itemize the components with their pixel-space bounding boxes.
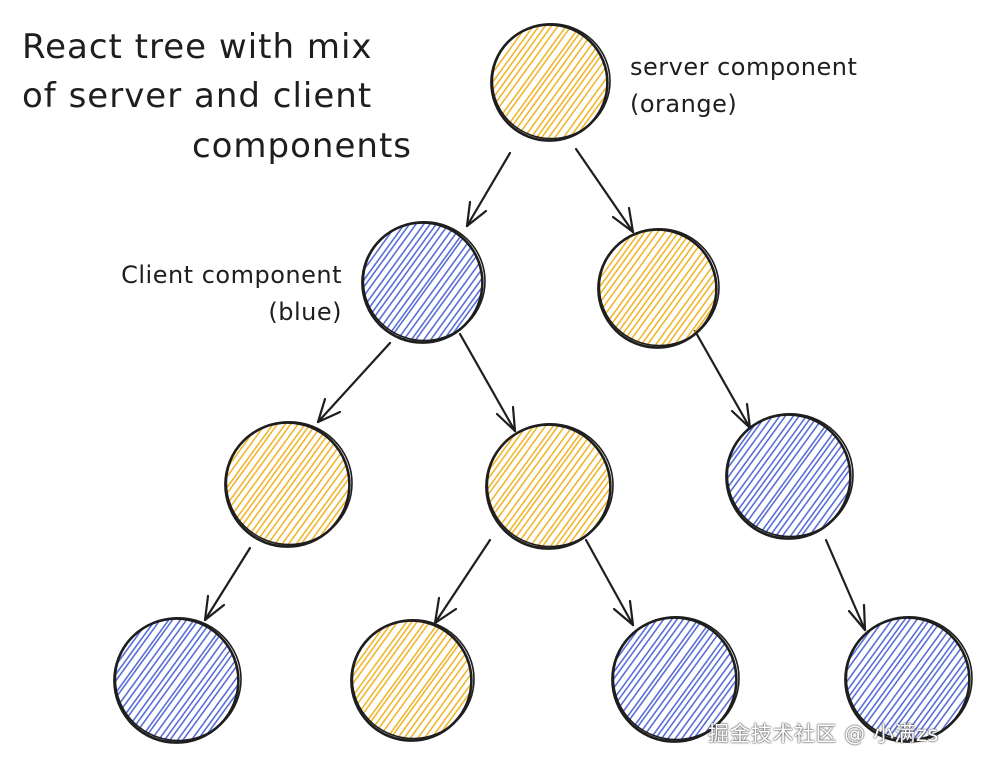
node-outline	[362, 221, 486, 342]
node-outline	[225, 421, 353, 546]
client-component-label: Client component	[121, 261, 342, 289]
edge-l2-a-to-l3-a	[203, 546, 252, 622]
node-outline	[726, 413, 854, 538]
node-root-server	[490, 22, 611, 142]
node-l1-right-server	[597, 228, 720, 349]
nodes	[113, 22, 973, 744]
node-hatch-fill	[226, 422, 350, 546]
node-outline	[351, 618, 475, 740]
edge-root-to-l1-left	[465, 151, 512, 228]
server-color-label: (orange)	[630, 90, 737, 118]
node-l2-c-client	[725, 413, 854, 540]
node-outline	[486, 423, 614, 548]
node-outline	[612, 615, 740, 741]
edge-l1-right-to-l2-c	[693, 329, 752, 430]
edge-l2-c-to-l3-d	[824, 538, 867, 632]
node-l2-a-server	[224, 421, 353, 548]
node-outline	[598, 228, 720, 347]
node-hatch-fill	[599, 229, 717, 347]
diagram-title-line-1: React tree with mix	[22, 27, 373, 67]
edge-l1-left-to-l2-b	[458, 332, 517, 433]
edge-root-to-l1-right	[574, 147, 635, 234]
node-hatch-fill	[727, 414, 851, 538]
node-outline	[845, 615, 973, 741]
edge-l1-left-to-l2-a	[316, 341, 392, 424]
server-component-label: server component	[630, 53, 857, 81]
node-hatch-fill	[115, 618, 239, 742]
node-l3-a-client	[113, 616, 242, 744]
node-hatch-fill	[352, 620, 472, 740]
node-outline	[491, 22, 611, 140]
client-color-label: (blue)	[268, 298, 342, 326]
diagram-title-line-3: components	[192, 126, 412, 166]
edge-l2-b-to-l3-c	[584, 538, 635, 627]
edge-l2-b-to-l3-b	[433, 538, 492, 625]
edges	[203, 147, 867, 632]
watermark-text: 掘金技术社区 @ 小满zs	[708, 722, 939, 746]
node-l3-b-server	[350, 618, 475, 742]
node-hatch-fill	[487, 424, 611, 548]
diagram-title-line-2: of server and client	[22, 76, 372, 116]
node-outline	[114, 616, 242, 742]
node-hatch-fill	[492, 24, 608, 140]
node-l2-b-server	[485, 423, 614, 550]
